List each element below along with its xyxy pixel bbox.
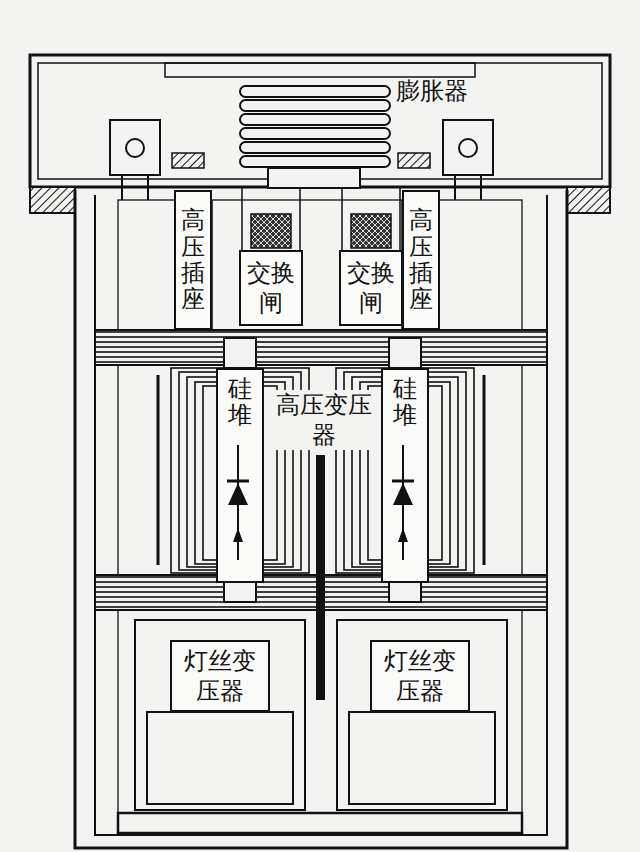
part-label: 灯丝变压器 — [382, 646, 458, 706]
component-box: 灯丝变压器 — [170, 640, 270, 712]
part-label: 高压插座 — [409, 207, 433, 313]
core — [135, 620, 305, 810]
socket-line — [212, 200, 402, 330]
bellows — [240, 86, 390, 188]
core-inner — [147, 712, 293, 804]
component-box: 交换闸 — [239, 250, 303, 326]
core-inner — [349, 712, 495, 804]
diode-symbol — [398, 528, 408, 542]
bellows-fold — [240, 156, 390, 167]
bellows-fold — [240, 86, 390, 97]
column-line — [242, 188, 400, 250]
lid — [30, 55, 610, 187]
diode-symbol — [228, 483, 248, 505]
bellows-stem — [268, 168, 360, 188]
part-label: 高压变压器 — [270, 390, 378, 450]
diode-symbol — [393, 483, 413, 505]
flange-hatch — [567, 187, 610, 213]
part-label: 交换闸 — [341, 258, 401, 318]
lid-outline — [30, 55, 610, 187]
seal-hatch — [172, 153, 204, 168]
lug-hole — [459, 139, 477, 157]
part-label: 硅堆 — [393, 376, 417, 429]
tank-wall — [75, 190, 567, 848]
part-label: 硅堆 — [228, 376, 252, 429]
terminal-lugs — [110, 120, 493, 200]
bellows-fold — [240, 100, 390, 111]
part-label: 膨胀器 — [392, 76, 472, 106]
filament-cores — [135, 620, 507, 810]
bellows-fold — [240, 128, 390, 139]
stack-cap — [224, 338, 256, 368]
tank — [75, 190, 567, 848]
diode-symbol — [237, 445, 239, 481]
switch-block — [251, 214, 291, 248]
diode-symbol — [233, 528, 243, 542]
rectifier-stack: 硅堆 — [216, 368, 264, 583]
bellows-fold — [240, 142, 390, 153]
lug-stem — [122, 175, 148, 200]
switch-columns — [212, 188, 402, 330]
lid-boss — [165, 63, 475, 77]
diode-symbol — [402, 445, 404, 481]
bellows-fold — [240, 114, 390, 125]
lug-hole — [126, 139, 144, 157]
flange-hatch — [30, 187, 75, 213]
switch-block — [351, 214, 391, 248]
stack-cap — [389, 338, 421, 368]
part-label: 灯丝变压器 — [182, 646, 258, 706]
lug-stem — [455, 175, 481, 200]
tank-inner-wall — [95, 195, 547, 835]
component-box: 灯丝变压器 — [370, 640, 470, 712]
insulating-plate — [95, 330, 547, 365]
component-box: 交换闸 — [339, 250, 403, 326]
seal-hatch — [398, 153, 430, 168]
base-plate — [118, 813, 522, 833]
component-box: 高压插座 — [402, 190, 440, 330]
core-bar — [316, 455, 325, 700]
part-label: 交换闸 — [241, 258, 301, 318]
component-box: 高压插座 — [174, 190, 212, 330]
lid-inner — [38, 63, 602, 179]
rectifier-stack: 硅堆 — [381, 368, 429, 583]
lug — [443, 120, 493, 175]
part-label: 高压插座 — [181, 207, 205, 313]
lug — [110, 120, 160, 175]
core — [337, 620, 507, 810]
